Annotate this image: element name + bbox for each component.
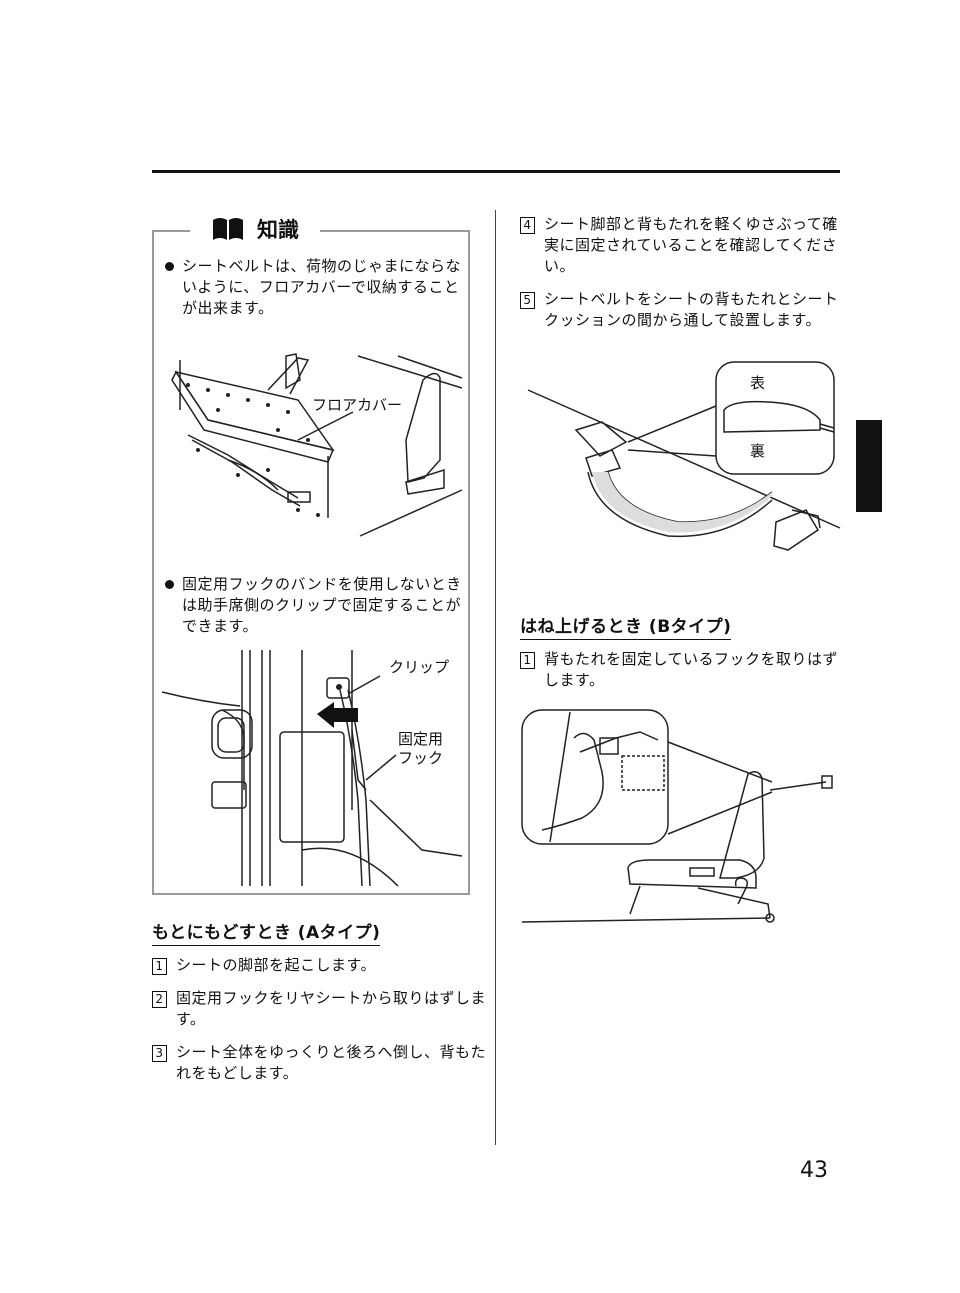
clip-illustration [161,650,463,887]
section-a-step-1: 1 シートの脚部を起こします。 [152,955,487,976]
bullet-text: シートベルトは、荷物のじゃまにならないように、フロアカバーで収納することが出来ま… [182,257,462,317]
knowledge-bullet-1: シートベルトは、荷物のじゃまにならないように、フロアカバーで収納することが出来ま… [165,256,463,319]
step-number: 3 [152,1045,167,1062]
section-a-step-2: 2 固定用フックをリヤシートから取りはずします。 [152,988,487,1030]
step-number: 5 [520,292,535,309]
book-icon [213,218,243,240]
step-number: 2 [152,991,167,1008]
section-a-step-3: 3 シート全体をゆっくりと後ろへ倒し、背もたれをもどします。 [152,1042,487,1084]
column-divider [495,210,496,1145]
section-a-heading: もとにもどすとき (Aタイプ) [152,918,381,946]
top-rule [152,170,840,173]
step-text: シートの脚部を起こします。 [176,956,377,974]
step-text: シート全体をゆっくりと後ろへ倒し、背もたれをもどします。 [176,1043,487,1082]
belt-illustration [527,361,841,551]
step-4: 4 シート脚部と背もたれを軽くゆさぶって確実に固定されていることを確認してくださ… [520,214,840,277]
section-b-heading: はね上げるとき (Bタイプ) [520,612,732,640]
floor-cover-label: フロアカバー [312,396,403,414]
bullet-dot [165,262,174,271]
section-b-step-1: 1 背もたれを固定しているフックを取りはずします。 [520,649,840,691]
step-number: 1 [520,652,535,669]
face-label: 表 [750,374,766,392]
back-label: 裏 [750,442,766,460]
knowledge-bullet-2: 固定用フックのバンドを使用しないときは助手席側のクリップで固定することができます… [165,574,463,637]
page-number: 43 [800,1158,828,1183]
section-tab [856,420,882,512]
bullet-dot [165,580,174,589]
step-number: 4 [520,217,535,234]
floor-cover-illustration [171,353,463,537]
bullet-text: 固定用フックのバンドを使用しないときは助手席側のクリップで固定することができます… [182,575,462,635]
step-text: 固定用フックをリヤシートから取りはずします。 [176,989,487,1028]
step-text: シート脚部と背もたれを軽くゆさぶって確実に固定されていることを確認してください。 [544,215,838,275]
seat-illustration [521,709,833,923]
hook-label: 固定用フック [398,730,444,767]
knowledge-header: 知識 [190,212,320,246]
step-text: シートベルトをシートの背もたれとシートクッションの間から通して設置します。 [544,290,839,329]
clip-label: クリップ [389,658,450,676]
knowledge-title: 知識 [257,218,299,242]
step-text: 背もたれを固定しているフックを取りはずします。 [544,650,839,689]
step-5: 5 シートベルトをシートの背もたれとシートクッションの間から通して設置します。 [520,289,840,331]
step-number: 1 [152,958,167,975]
